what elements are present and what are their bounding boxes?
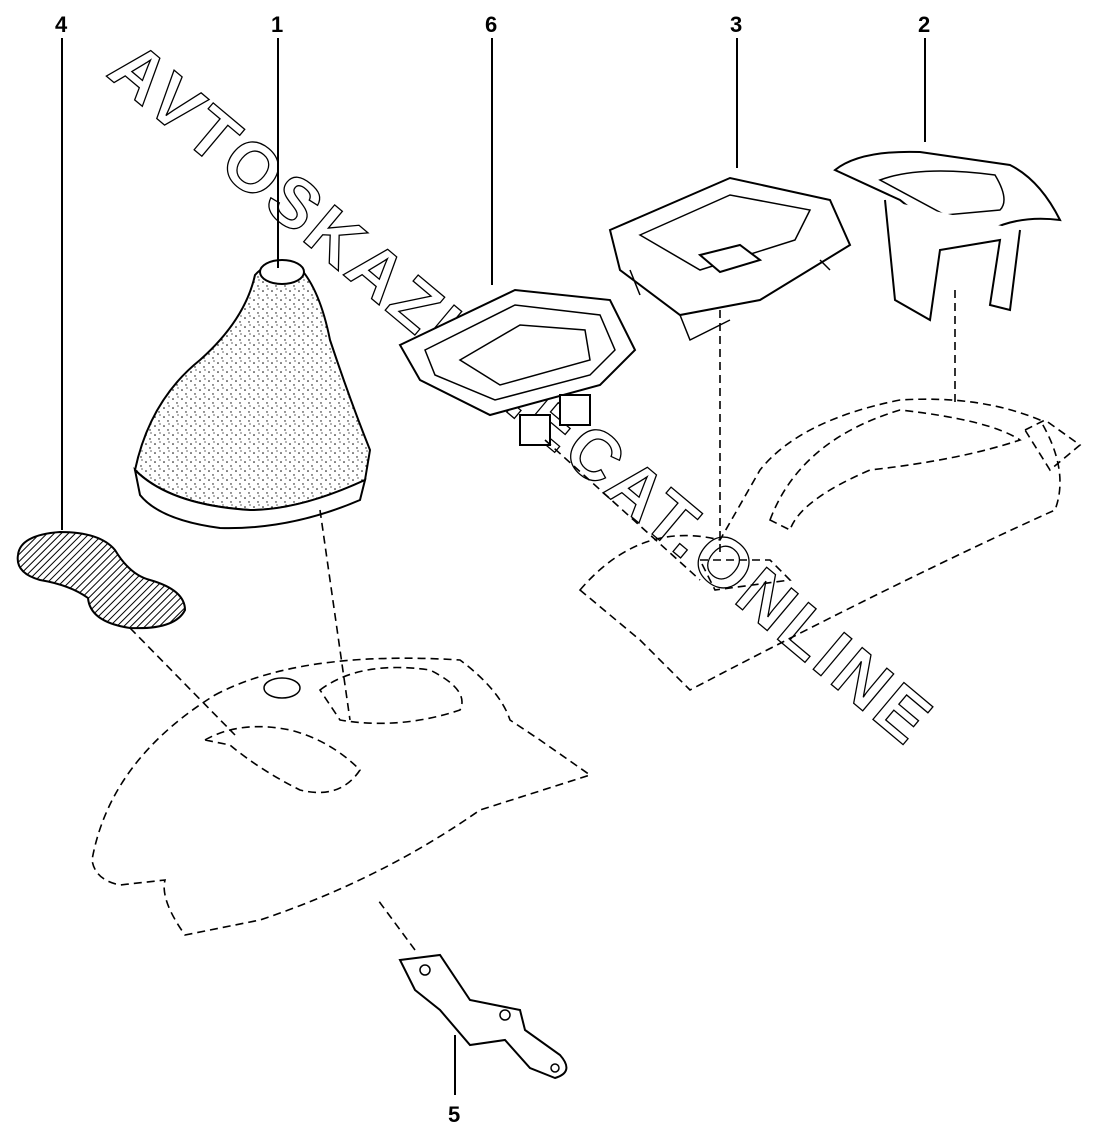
rear-console-outline [578,398,1082,691]
part-3-switch-bezel [608,176,852,342]
callout-3: 3 [730,12,742,37]
part-1-shift-boot [133,259,372,530]
part-2-rear-tray [833,150,1062,322]
front-console-outline [91,657,592,936]
callout-5: 5 [448,1102,460,1127]
callout-2: 2 [918,12,930,37]
assembly-arrows [129,290,956,951]
part-5-bracket [398,953,568,1080]
callout-6: 6 [485,12,497,37]
part-4-cup-holder-mat [16,530,187,630]
callout-1: 1 [271,12,283,37]
callout-4: 4 [55,12,68,37]
